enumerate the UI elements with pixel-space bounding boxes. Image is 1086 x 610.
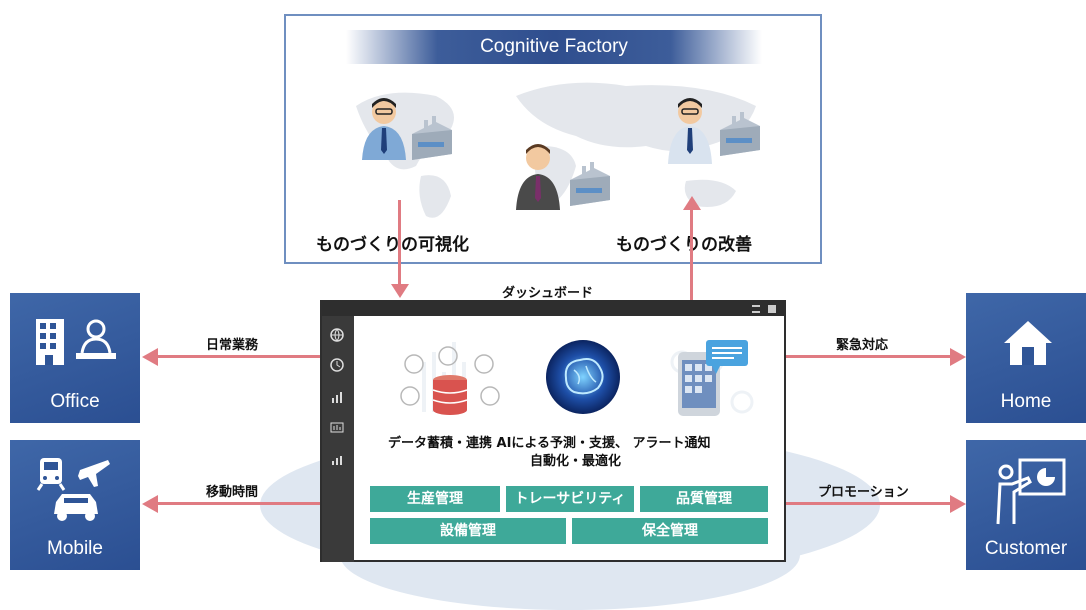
module-traceability[interactable]: トレーサビリティ bbox=[506, 486, 634, 512]
home-tile: Home bbox=[966, 293, 1086, 423]
engineer-left-icon bbox=[362, 98, 452, 160]
arrow-mobile-head bbox=[142, 495, 158, 513]
menu-icon[interactable] bbox=[752, 305, 760, 313]
customer-tile: Customer bbox=[966, 440, 1086, 570]
bars-icon[interactable] bbox=[330, 420, 344, 434]
module-quality[interactable]: 品質管理 bbox=[640, 486, 768, 512]
train-icon bbox=[36, 458, 110, 521]
module-equipment[interactable]: 設備管理 bbox=[370, 518, 566, 544]
dashboard-window: データ蓄積・連携 AIによる予測・支援、 アラート通知 自動化・最適化 生産管理… bbox=[320, 300, 786, 562]
dashboard-sidebar bbox=[322, 316, 354, 562]
label-visualization: ものづくりの可視化 bbox=[316, 235, 469, 255]
arrow-customer-text: プロモーション bbox=[818, 485, 909, 500]
arrow-down-line bbox=[398, 200, 401, 286]
database-icon bbox=[400, 346, 500, 415]
arrow-customer-line bbox=[786, 502, 952, 505]
module-production[interactable]: 生産管理 bbox=[370, 486, 500, 512]
chart-icon[interactable] bbox=[330, 390, 344, 404]
tablet-icon bbox=[678, 340, 748, 416]
arrow-office-text: 日常業務 bbox=[206, 338, 259, 353]
office-tile: Office bbox=[10, 293, 140, 423]
window-icon[interactable] bbox=[768, 305, 776, 313]
home-label: Home bbox=[1000, 391, 1052, 412]
module-maintenance[interactable]: 保全管理 bbox=[572, 518, 768, 544]
presentation-icon bbox=[996, 458, 1066, 525]
house-icon bbox=[1004, 321, 1052, 365]
arrow-office-head bbox=[142, 348, 158, 366]
arrow-up-head bbox=[683, 196, 701, 210]
clock-icon[interactable] bbox=[330, 358, 344, 372]
arrow-home-text: 緊急対応 bbox=[836, 338, 889, 353]
engineer-right-icon bbox=[668, 98, 760, 164]
arrow-up-line bbox=[690, 210, 693, 300]
mobile-tile: Mobile bbox=[10, 440, 140, 570]
arrow-down-head bbox=[391, 284, 409, 298]
office-label: Office bbox=[50, 391, 100, 412]
building-icon bbox=[36, 319, 116, 365]
customer-label: Customer bbox=[984, 538, 1068, 559]
cognitive-factory-panel: Cognitive Factory bbox=[284, 14, 822, 264]
arrow-customer-head bbox=[950, 495, 966, 513]
arrow-office-line bbox=[156, 355, 320, 358]
arrow-mobile-text: 移動時間 bbox=[206, 485, 259, 500]
label-improvement: ものづくりの改善 bbox=[616, 235, 752, 255]
arrow-home-head bbox=[950, 348, 966, 366]
features-line1: データ蓄積・連携 AIによる予測・支援、 アラート通知 bbox=[388, 436, 711, 451]
dashboard-caption: ダッシュボード bbox=[502, 286, 594, 301]
brain-icon bbox=[546, 340, 620, 414]
stats-icon[interactable] bbox=[330, 452, 344, 466]
cognitive-factory-title: Cognitive Factory bbox=[346, 30, 762, 64]
globe-icon[interactable] bbox=[330, 328, 344, 342]
mobile-label: Mobile bbox=[47, 538, 103, 559]
dashboard-titlebar bbox=[322, 302, 784, 316]
arrow-mobile-line bbox=[156, 502, 320, 505]
features-line2: 自動化・最適化 bbox=[530, 454, 622, 469]
engineer-center-icon bbox=[516, 144, 610, 210]
arrow-home-line bbox=[786, 355, 952, 358]
